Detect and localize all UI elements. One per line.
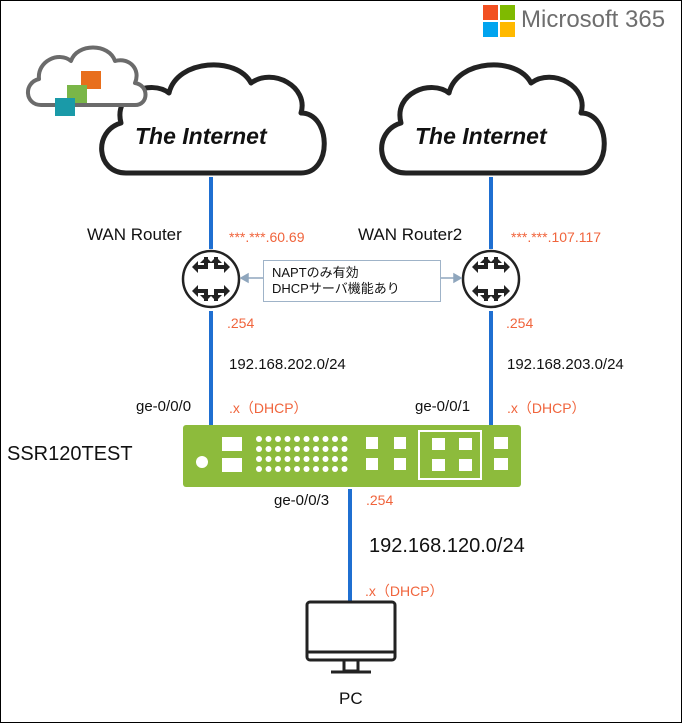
device-port-dot	[332, 446, 338, 452]
cloud-label-1: The Internet	[135, 123, 267, 149]
device-port-dot	[332, 436, 338, 442]
router-icon-1	[181, 249, 241, 309]
device-port-dot	[256, 446, 262, 452]
device-port-dot	[341, 446, 348, 452]
cloud-icon-1	[99, 62, 327, 176]
device-port-dot	[341, 456, 348, 462]
port-addr-ge001: .x（DHCP）	[507, 400, 586, 416]
device-port-dot	[275, 446, 281, 452]
device-port-dot	[322, 456, 329, 462]
cloud-icon-2	[379, 62, 607, 176]
router-lan-ip-1: .254	[227, 315, 255, 331]
device-port-dot	[294, 466, 300, 472]
subnet-label-1: 192.168.202.0/24	[229, 356, 346, 373]
port-label-ge003: ge-0/0/3	[274, 492, 330, 509]
device-port-dot	[313, 466, 319, 472]
device-port-dot	[284, 466, 291, 472]
pc-monitor-icon	[305, 600, 397, 674]
device-port-dot	[284, 436, 291, 442]
ssr-device-icon	[183, 425, 521, 487]
port-addr-ge003: .254	[366, 492, 394, 508]
device-port-dot	[265, 446, 272, 452]
port-addr-ge000: .x（DHCP）	[229, 400, 308, 416]
brand-name: Microsoft 365	[521, 6, 666, 33]
ssr-hostname: SSR120TEST	[7, 443, 133, 465]
router-callout: NAPTのみ有効 DHCPサーバ機能あり	[263, 260, 441, 302]
port-label-ge001: ge-0/0/1	[415, 398, 471, 415]
microsoft-logo-icon	[483, 5, 515, 37]
device-port-dot	[313, 436, 319, 442]
device-port-dot	[275, 456, 281, 462]
router-icon-2	[461, 249, 521, 309]
device-port-dot	[332, 456, 338, 462]
device-port-dot	[313, 456, 319, 462]
device-port-dot	[256, 436, 262, 442]
device-port-dot	[256, 466, 262, 472]
device-port-dot	[284, 456, 291, 462]
device-port-dot	[341, 436, 348, 442]
pc-label: PC	[339, 689, 363, 708]
cloud-label-2: The Internet	[415, 123, 547, 149]
device-port-dot	[303, 436, 310, 442]
router-name-1: WAN Router	[87, 225, 182, 244]
callout-line-1: NAPTのみ有効	[272, 265, 359, 280]
device-port-dot	[294, 446, 300, 452]
device-port-dot	[275, 436, 281, 442]
lan-subnet-label: 192.168.120.0/24	[369, 535, 525, 557]
device-port-dot	[294, 436, 300, 442]
device-port-dot	[265, 456, 272, 462]
device-port-dot	[256, 456, 262, 462]
router-wan-ip-2: ***.***.107.117	[511, 229, 602, 245]
subnet-label-2: 192.168.203.0/24	[507, 356, 624, 373]
device-port-dot	[332, 466, 338, 472]
device-port-dot	[322, 436, 329, 442]
device-port-dot	[284, 446, 291, 452]
pc-addr: .x（DHCP）	[365, 583, 444, 599]
device-port-dot	[341, 466, 348, 472]
device-port-dot	[265, 436, 272, 442]
device-port-dot	[303, 446, 310, 452]
device-port-dot	[303, 456, 310, 462]
device-port-dot	[322, 446, 329, 452]
router-lan-ip-2: .254	[506, 315, 534, 331]
router-name-2: WAN Router2	[358, 225, 463, 244]
callout-arrows	[239, 272, 463, 284]
device-port-dot	[294, 456, 300, 462]
port-label-ge000: ge-0/0/0	[136, 398, 192, 415]
router-wan-ip-1: ***.***.60.69	[229, 229, 305, 245]
device-port-dot	[275, 466, 281, 472]
device-port-dot	[265, 466, 272, 472]
callout-line-2: DHCPサーバ機能あり	[272, 281, 400, 296]
cloud-app-logo	[26, 45, 148, 116]
device-port-dot	[313, 446, 319, 452]
device-port-dot	[322, 466, 329, 472]
device-port-dot	[303, 466, 310, 472]
